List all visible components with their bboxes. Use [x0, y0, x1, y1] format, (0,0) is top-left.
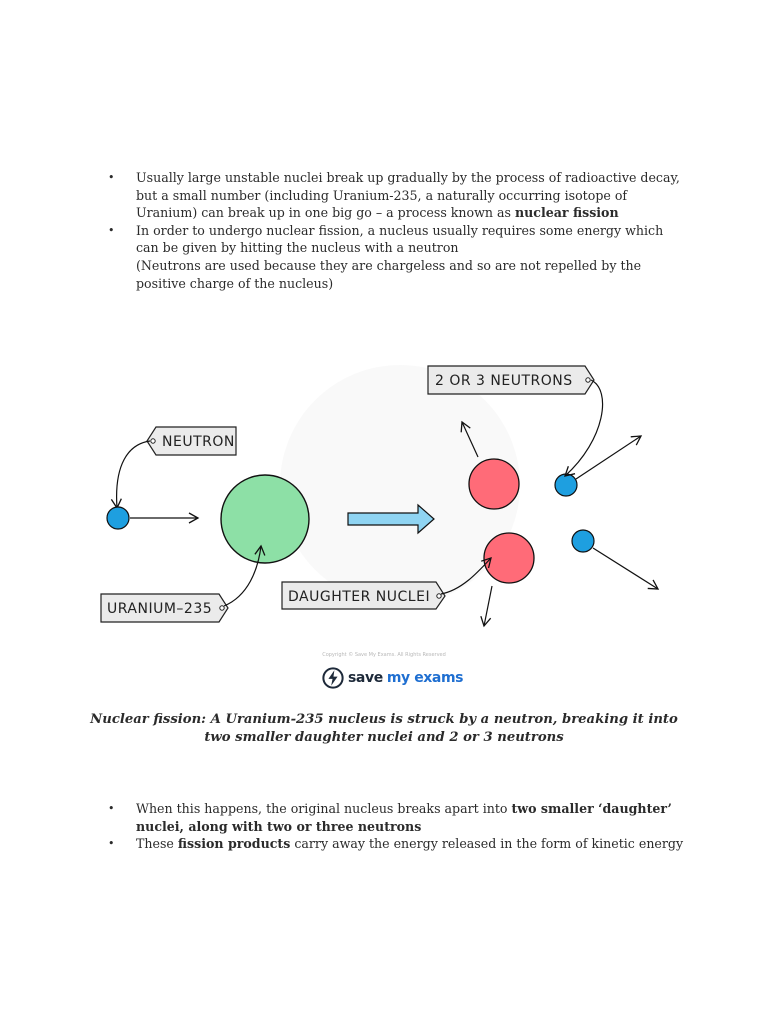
daughter-nucleus-top	[469, 459, 519, 509]
intro-bullet-list: • Usually large unstable nuclei break up…	[108, 169, 688, 292]
released-neutron-1	[555, 474, 577, 496]
released-neutron-1-motion-arrow	[576, 436, 641, 479]
daughter-bottom-motion-arrow	[484, 586, 492, 626]
figure-caption: Nuclear fission: A Uranium-235 nucleus i…	[80, 711, 688, 747]
bullet-text: In order to undergo nuclear fission, a n…	[136, 223, 663, 256]
copyright-notice: Copyright © Save My Exams. All Rights Re…	[0, 652, 768, 658]
released-neutron-2-motion-arrow	[593, 548, 658, 589]
outro-bullet-list: • When this happens, the original nucleu…	[108, 800, 688, 853]
logo-word-save: save	[348, 670, 383, 686]
bullet-bold-text: fission products	[178, 836, 290, 851]
daughter-nucleus-bottom	[484, 533, 534, 583]
neutrons-out-label-text: 2 OR 3 NEUTRONS	[435, 373, 573, 389]
bullet-item: • When this happens, the original nucleu…	[108, 800, 688, 835]
released-neutron-2	[572, 530, 594, 552]
bullet-note-text: (Neutrons are used because they are char…	[136, 258, 641, 291]
bullet-bold-text: nuclear fission	[515, 205, 619, 220]
bullet-dot: •	[108, 800, 115, 818]
uranium-nucleus	[221, 475, 309, 563]
fission-diagram: NEUTRON URANIUM–235 DAUGHTER NUCLEI 2 OR…	[0, 340, 768, 640]
neutron-pointer-line	[117, 441, 150, 508]
uranium-label: URANIUM–235	[101, 594, 228, 622]
bullet-item: • Usually large unstable nuclei break up…	[108, 169, 688, 222]
bullet-dot: •	[108, 222, 115, 240]
neutron-label: NEUTRON	[147, 427, 236, 455]
neutron-label-text: NEUTRON	[162, 434, 235, 450]
incoming-neutron	[107, 507, 129, 529]
bullet-dot: •	[108, 169, 115, 187]
neutrons-out-label: 2 OR 3 NEUTRONS	[428, 366, 594, 394]
bullet-text: When this happens, the original nucleus …	[136, 801, 511, 816]
daughter-label: DAUGHTER NUCLEI	[282, 582, 445, 609]
lightning-logo-icon	[322, 667, 344, 689]
uranium-label-text: URANIUM–235	[107, 601, 212, 617]
daughter-label-text: DAUGHTER NUCLEI	[288, 589, 430, 605]
bullet-text: carry away the energy released in the fo…	[290, 836, 683, 851]
logo-word-myexams: my exams	[387, 670, 463, 686]
bullet-item: • In order to undergo nuclear fission, a…	[108, 222, 688, 292]
bullet-text: These	[136, 836, 178, 851]
bullet-dot: •	[108, 835, 115, 853]
bullet-item: • These fission products carry away the …	[108, 835, 688, 853]
